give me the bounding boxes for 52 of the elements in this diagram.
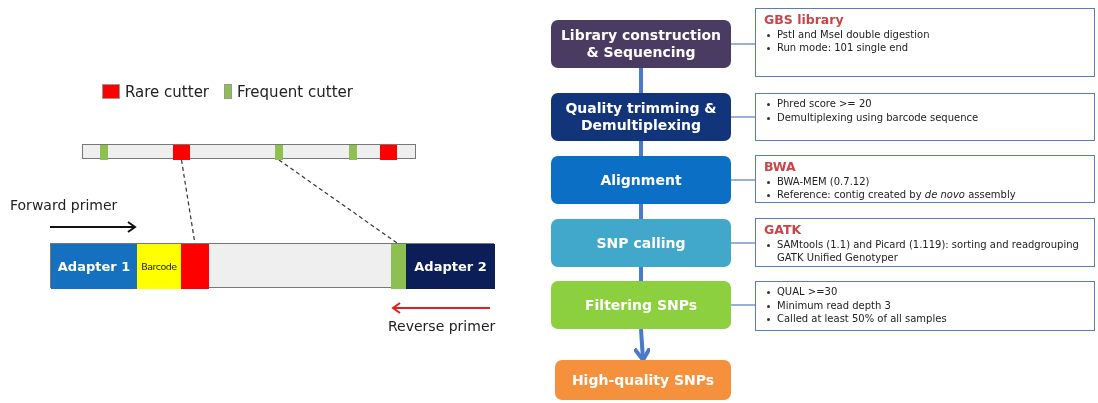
connector-line — [639, 141, 643, 156]
cut-site-segment — [181, 244, 209, 289]
cut-site-mark — [173, 145, 190, 160]
cut-site-mark — [349, 145, 357, 160]
bullet-text: SAMtools (1.1) and Picard (1.119): sorting and readgrouping — [777, 238, 1079, 250]
bullet-text: QUAL >=30 — [777, 286, 838, 297]
cut-site-mark — [380, 145, 397, 160]
process-box: Alignment — [551, 156, 731, 204]
connector-line — [639, 267, 643, 281]
primer-label: Forward primer — [10, 197, 118, 213]
bullet-text: Run mode: 101 single end — [777, 42, 909, 54]
connector-line — [730, 116, 756, 118]
legend-label: Rare cutter — [125, 83, 210, 101]
result-box: High-quality SNPs — [555, 360, 731, 400]
connector-line — [730, 304, 756, 306]
dna-strand-bar — [82, 144, 416, 159]
adapter-segment: Adapter 1 — [51, 244, 137, 289]
process-box: Library construction & Sequencing — [551, 20, 731, 68]
connector-line — [730, 242, 756, 244]
process-box: Quality trimming & Demultiplexing — [551, 93, 731, 141]
construct-bar — [50, 243, 494, 288]
cut-site-mark — [100, 145, 108, 160]
bullet-text: Called at least 50% of all samples — [777, 313, 947, 324]
barcode-segment: Barcode — [137, 244, 181, 289]
arrow — [632, 328, 653, 362]
bullet-text: Minimum read depth 3 — [777, 299, 891, 311]
bullet-text: GATK Unified Genotyper — [777, 252, 898, 264]
detail-box — [755, 8, 1095, 77]
bullet-text: PstI and MseI double digestion — [777, 28, 930, 40]
primer-label: Reverse primer — [388, 318, 496, 334]
adapter-segment: Adapter 2 — [406, 244, 495, 289]
bullet-text: Reference: contig created by de novo assembly — [777, 189, 1016, 201]
connector-line — [730, 179, 756, 181]
dashed-line — [278, 159, 400, 245]
cut-site-segment — [391, 244, 406, 289]
process-box: Filtering SNPs — [551, 281, 731, 329]
connector-line — [639, 204, 643, 219]
connector-line — [639, 68, 643, 93]
detail-box — [755, 218, 1095, 267]
detail-box — [755, 155, 1095, 203]
tool-heading: BWA — [764, 159, 797, 175]
tool-heading: GBS library — [764, 12, 845, 28]
legend-label: Frequent cutter — [237, 83, 353, 101]
process-box: SNP calling — [551, 219, 731, 267]
bullet-text: Phred score >= 20 — [777, 98, 872, 109]
connector-line — [730, 43, 756, 45]
bullet-text: Demultiplexing using barcode sequence — [777, 111, 979, 123]
bullet-text: BWA-MEM (0.7.12) — [777, 175, 870, 187]
detail-box — [755, 281, 1095, 331]
cut-site-mark — [275, 145, 283, 160]
detail-box — [755, 93, 1095, 141]
tool-heading: GATK — [764, 222, 803, 238]
